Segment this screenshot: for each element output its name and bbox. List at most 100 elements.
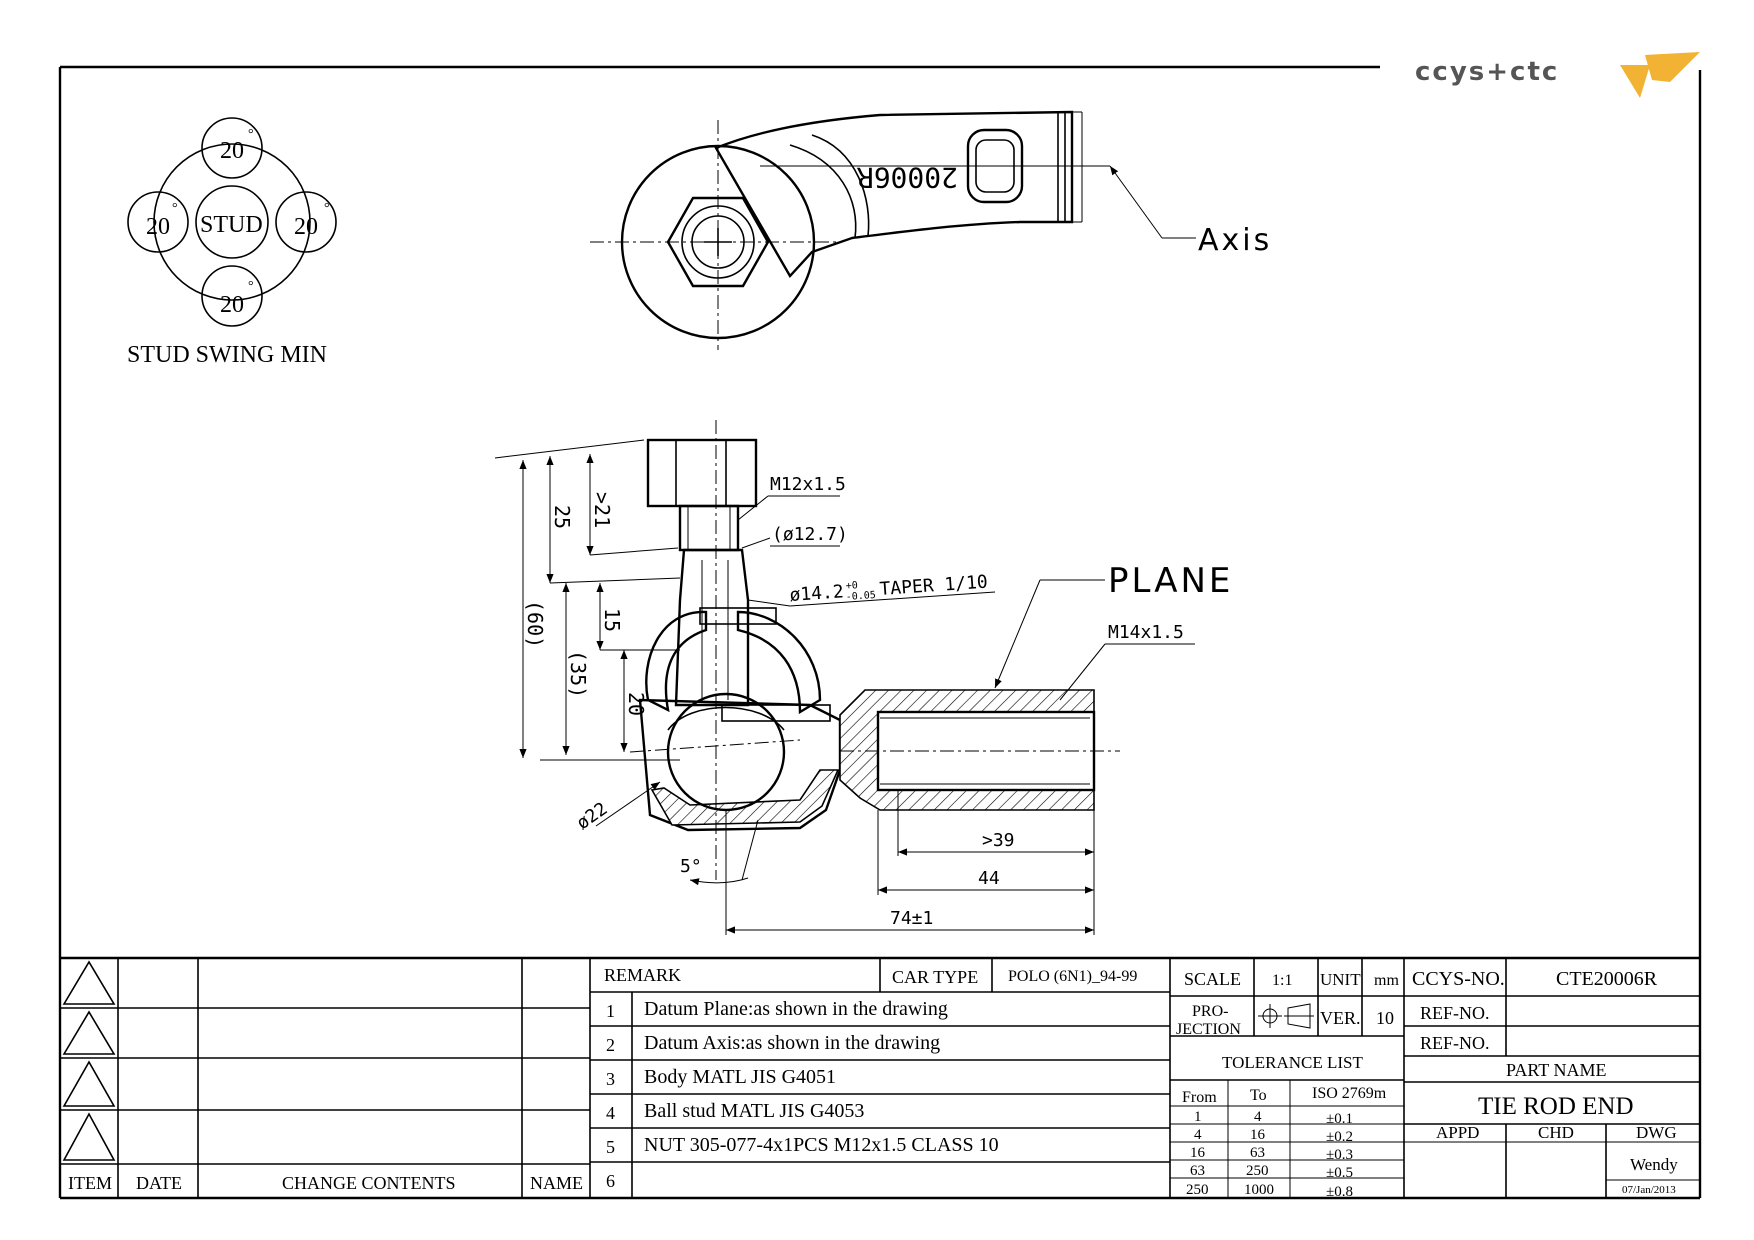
swing-up-value: 20 [220, 138, 244, 164]
scale-projection-block: SCALE 1:1 UNIT mm PRO- JECTION VER. 10 T… [1169, 958, 1404, 1200]
dim-44: 44 [978, 868, 1000, 889]
remark-text: Datum Plane:as shown in the drawing [644, 998, 948, 1020]
unit-label: UNIT [1320, 970, 1361, 989]
swing-left-value: 20 [146, 214, 170, 240]
sheet-frame [58, 65, 1702, 1200]
tol-to: 63 [1250, 1145, 1265, 1161]
ver-label: VER. [1320, 1008, 1361, 1028]
remark-label: REMARK [604, 965, 681, 985]
part-name-label: PART NAME [1506, 1060, 1606, 1080]
taper-dia-label: ø14.2 [789, 581, 845, 606]
thread-body-label: M14x1.5 [1108, 622, 1184, 643]
dim-60: (60) [523, 600, 547, 648]
logo-text: ccys+ctc [1415, 57, 1559, 87]
remark-no: 1 [606, 1001, 615, 1021]
dim-20: 20 [624, 692, 648, 716]
dim-25: 25 [550, 505, 574, 529]
swing-center-label: STUD [200, 212, 263, 238]
revision-triangle-icon [62, 960, 116, 1005]
top-view: 20006R Axis [590, 110, 1272, 350]
ver-value: 10 [1376, 1008, 1394, 1028]
tol-header-from: From [1182, 1089, 1217, 1106]
tol-from: 1 [1194, 1109, 1202, 1125]
dim-15: 15 [600, 608, 624, 632]
revision-triangle-icon [62, 1112, 116, 1161]
tol-header-iso: ISO 2769m [1312, 1085, 1387, 1102]
projection-symbol-icon [1258, 1003, 1314, 1029]
swing-right-value: 20 [294, 214, 318, 240]
remarks-table: REMARK CAR TYPE POLO (6N1)_94-99 1 Datum… [590, 958, 1170, 1198]
dim-12-7: (ø12.7) [772, 524, 848, 545]
chd-label: CHD [1538, 1123, 1574, 1142]
header-item: ITEM [68, 1173, 112, 1193]
top-view-part-mark: 20006R [857, 161, 958, 194]
swing-degree-mark: ° [324, 201, 330, 216]
stud-swing-diagram: 20 20 20 20 ° ° ° ° STUD STUD SWING MIN [127, 117, 337, 368]
tol-from: 250 [1186, 1182, 1209, 1198]
plane-label: PLANE [1108, 561, 1233, 601]
remark-no: 2 [606, 1035, 615, 1055]
header-name: NAME [530, 1173, 583, 1193]
swing-degree-mark: ° [248, 127, 254, 142]
revision-triangle-icon [62, 1010, 116, 1055]
angle-label: 5° [680, 856, 702, 877]
ref-no-label: REF-NO. [1420, 1033, 1490, 1053]
header-date: DATE [136, 1173, 182, 1193]
dwg-label: DWG [1636, 1123, 1677, 1142]
car-type-value: POLO (6N1)_94-99 [1008, 968, 1137, 985]
remark-text: Datum Axis:as shown in the drawing [644, 1032, 940, 1054]
remark-no: 6 [606, 1171, 615, 1191]
tolerance-title: TOLERANCE LIST [1222, 1053, 1363, 1072]
side-view: (60) 25 >21 (35) 15 20 M12x1.5 (ø12.7) ø… [494, 420, 1233, 935]
tol-from: 16 [1190, 1145, 1206, 1161]
scale-value: 1:1 [1272, 972, 1292, 989]
dwg-name: Wendy [1630, 1155, 1678, 1174]
taper-tol-down: -0.05 [845, 590, 876, 603]
part-name-value: TIE ROD END [1478, 1093, 1634, 1120]
tol-value: ±0.2 [1326, 1129, 1353, 1145]
swing-caption: STUD SWING MIN [127, 342, 327, 368]
appd-label: APPD [1436, 1123, 1479, 1142]
taper-label: TAPER 1/10 [879, 571, 989, 600]
swing-degree-mark: ° [248, 279, 254, 294]
scale-label: SCALE [1184, 969, 1241, 989]
swing-down-value: 20 [220, 292, 244, 318]
taper-tol-up: +0 [845, 580, 858, 592]
tol-to: 1000 [1244, 1182, 1274, 1198]
identification-block: CCYS-NO. CTE20006R REF-NO. REF-NO. PART … [1403, 958, 1700, 1198]
dim-74: 74±1 [890, 908, 933, 929]
projection-label: JECTION [1176, 1021, 1241, 1038]
swing-degree-mark: ° [172, 201, 178, 216]
title-block: ITEM DATE CHANGE CONTENTS NAME REMARK CA… [60, 956, 1700, 1200]
logo-mark-icon [1620, 52, 1700, 98]
tol-value: ±0.5 [1326, 1165, 1353, 1181]
remark-text: Ball stud MATL JIS G4053 [644, 1100, 864, 1122]
remark-no: 5 [606, 1137, 615, 1157]
tol-to: 16 [1250, 1127, 1266, 1143]
company-logo: ccys+ctc [1415, 52, 1700, 98]
tol-header-to: To [1250, 1087, 1267, 1104]
unit-value: mm [1374, 972, 1399, 989]
remark-text: NUT 305-077-4x1PCS M12x1.5 CLASS 10 [644, 1134, 999, 1156]
remark-no: 4 [606, 1103, 615, 1123]
ref-no-label: REF-NO. [1420, 1003, 1490, 1023]
tol-from: 4 [1194, 1127, 1202, 1143]
thread-stud-label: M12x1.5 [770, 474, 846, 495]
remark-text: Body MATL JIS G4051 [644, 1066, 836, 1088]
remark-no: 3 [606, 1069, 615, 1089]
axis-label: Axis [1198, 223, 1272, 258]
tol-from: 63 [1190, 1163, 1205, 1179]
tol-value: ±0.3 [1326, 1147, 1353, 1163]
dwg-date: 07/Jan/2013 [1622, 1184, 1676, 1196]
tol-to: 250 [1246, 1163, 1269, 1179]
car-type-label: CAR TYPE [892, 967, 978, 987]
tol-value: ±0.8 [1326, 1184, 1353, 1200]
tol-to: 4 [1254, 1109, 1262, 1125]
revision-triangle-icon [62, 1060, 116, 1107]
tol-value: ±0.1 [1326, 1111, 1353, 1127]
header-change-contents: CHANGE CONTENTS [282, 1173, 456, 1193]
ccys-no-label: CCYS-NO. [1412, 968, 1505, 990]
dim-35: (35) [566, 650, 590, 698]
ccys-no-value: CTE20006R [1556, 968, 1658, 990]
